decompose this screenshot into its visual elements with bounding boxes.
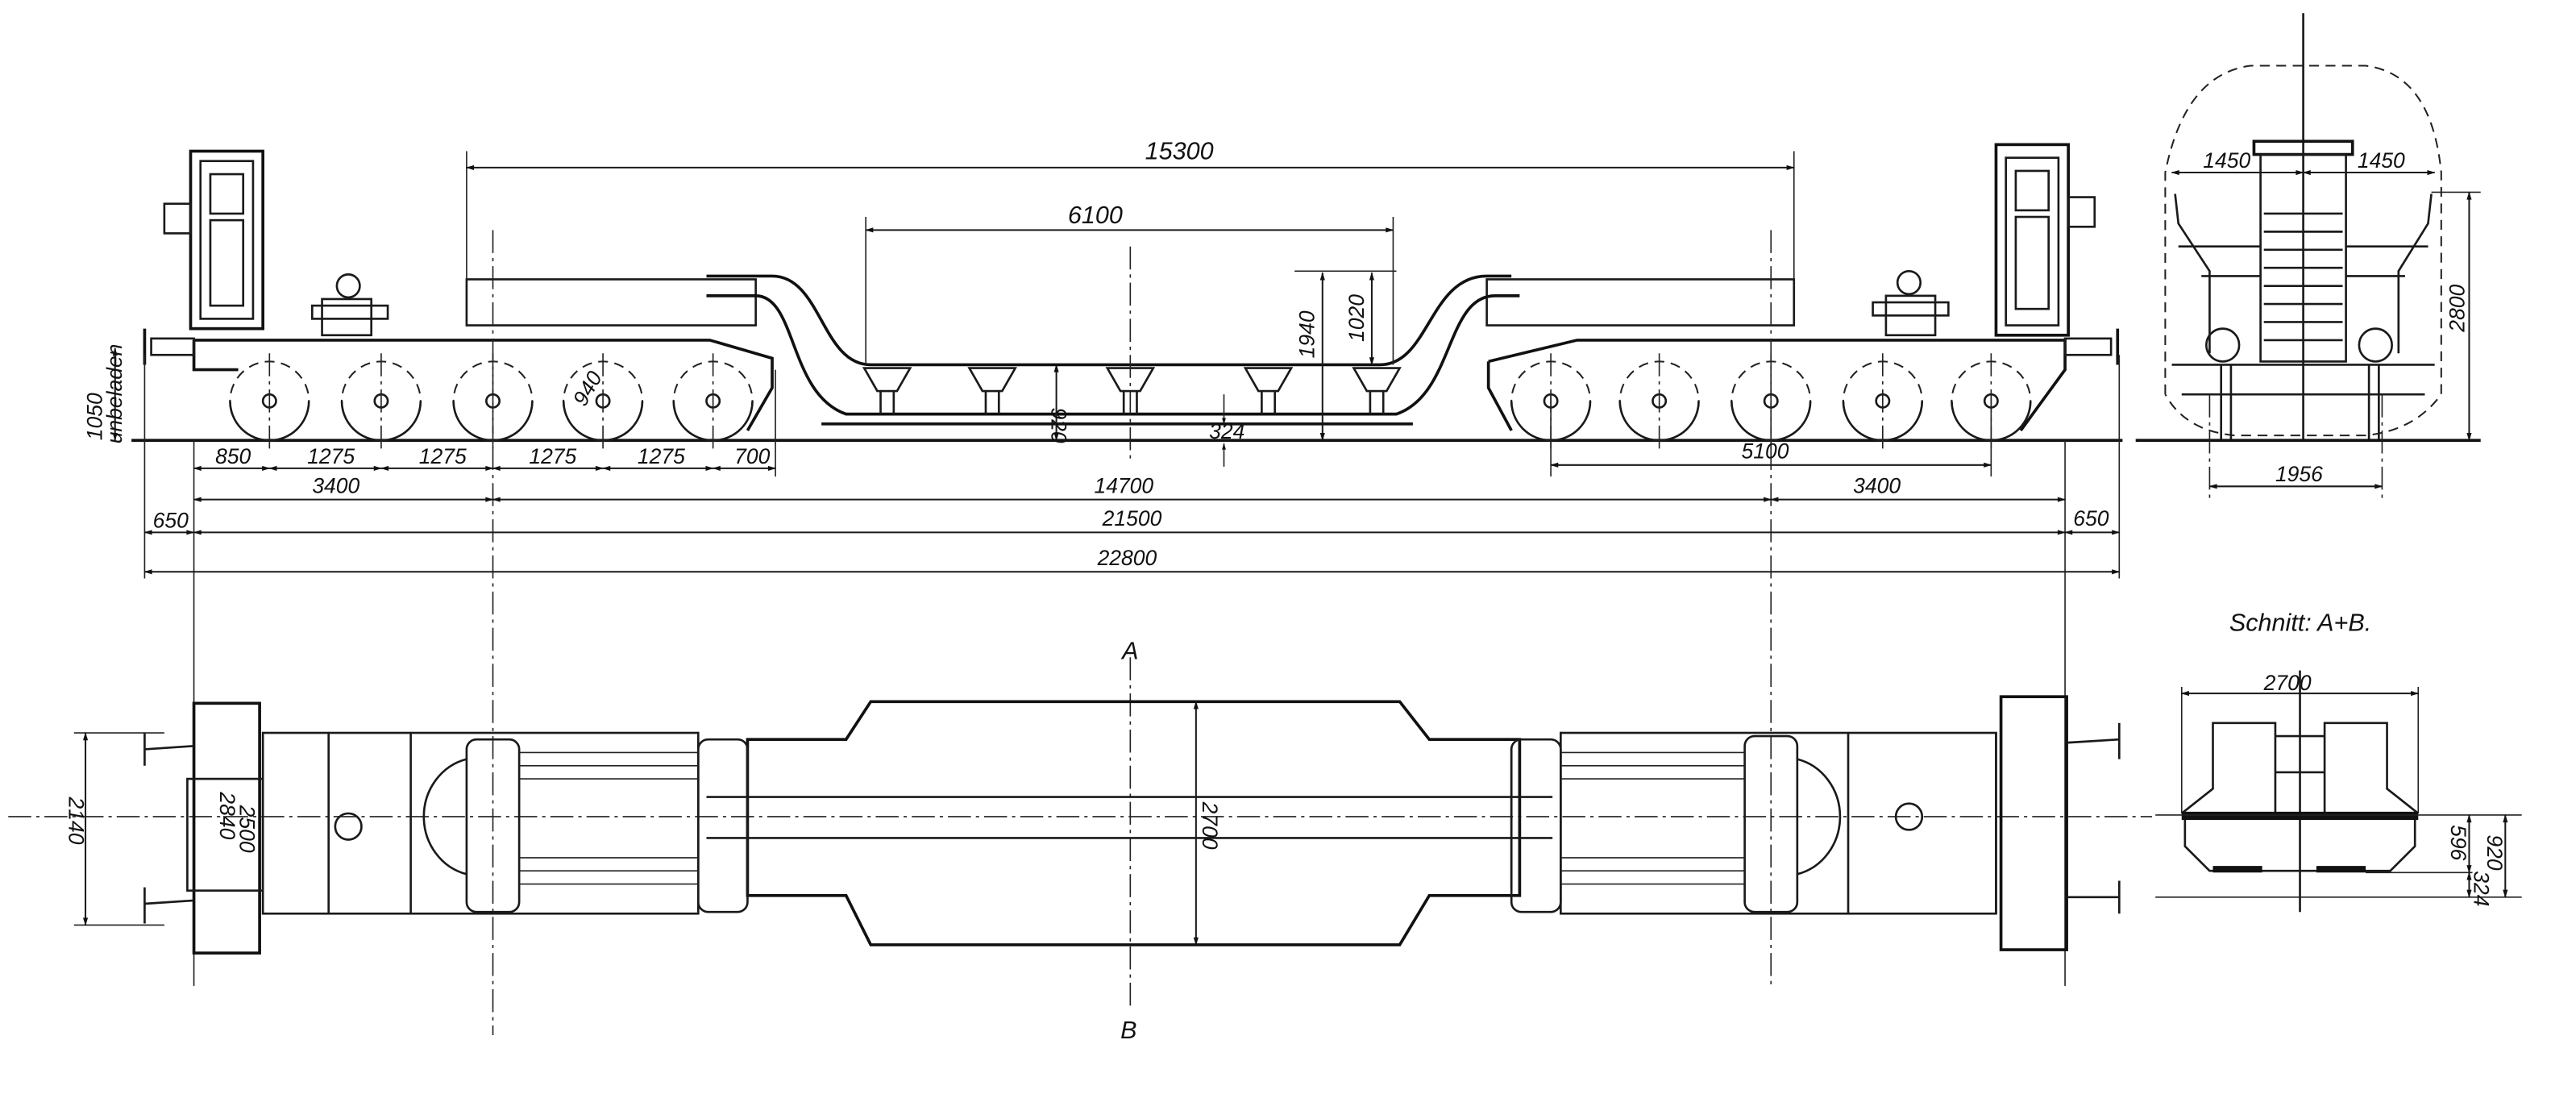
section-mark-a: A	[1120, 637, 1138, 664]
right-buffer	[2063, 328, 2120, 365]
dim-2800: 2800	[2445, 285, 2469, 333]
dim-3400-right: 3400	[1853, 473, 1901, 497]
dim-1940: 1940	[1295, 310, 1319, 358]
cross-bearer	[967, 367, 1017, 414]
left-brake-cabin	[163, 149, 265, 331]
dim-1020: 1020	[1344, 294, 1369, 342]
dim-650-right: 650	[2073, 506, 2109, 530]
dim-3400-left: 3400	[312, 473, 359, 497]
end-view: 1450 1450 2800 1956	[2135, 13, 2481, 501]
handbrake-left	[310, 273, 389, 337]
dim-850: 850	[215, 444, 251, 468]
dim-1450-right: 1450	[2358, 148, 2405, 173]
well-cross-bearers	[862, 367, 1402, 414]
dim-2840: 2840	[215, 791, 239, 839]
dim-920-section: 920	[2483, 834, 2507, 870]
dim-2700-plan: 2700	[1198, 801, 1222, 850]
dim-596: 596	[2446, 825, 2470, 860]
dim-650-left: 650	[153, 508, 189, 532]
right-headstock	[1999, 695, 2068, 951]
cross-bearer	[1352, 367, 1402, 414]
right-brake-cabin	[1994, 143, 2096, 337]
dim-5100: 5100	[1742, 439, 1789, 464]
dim-1275-b: 1275	[419, 444, 467, 468]
dim-324-section: 324	[2470, 871, 2494, 906]
left-bolster-plan	[465, 738, 521, 913]
plan-view: 2140 2840 2500 2700 A B	[8, 637, 2153, 1044]
dim-2500: 2500	[235, 805, 260, 853]
right-bogie-frame	[1486, 339, 2067, 432]
left-headstock	[192, 701, 261, 955]
well-frame	[706, 274, 1520, 426]
dim-920: 920	[1047, 407, 1071, 443]
loading-gauge-outline	[2164, 64, 2442, 437]
well-deck-plan	[746, 700, 1522, 946]
cross-bearer	[862, 367, 912, 414]
plan-longitudinals	[327, 733, 1997, 914]
left-buffer-end	[2205, 327, 2241, 363]
cross-bearer	[1105, 367, 1156, 414]
dim-1275-c: 1275	[529, 444, 576, 468]
section-title: Schnitt: A+B.	[2229, 609, 2371, 637]
section-mark-b: B	[1120, 1017, 1136, 1044]
side-elevation: 15300 6100 1940 1020 920 324 940 1050 un…	[82, 138, 2123, 1036]
cross-bearer	[1243, 367, 1294, 414]
right-bolster-plan	[1743, 734, 1799, 913]
dim-700: 700	[734, 444, 770, 468]
dim-15300: 15300	[1145, 138, 1214, 165]
dim-21500: 21500	[1102, 506, 1162, 530]
unloaded-label: unbeladen	[102, 344, 127, 444]
handbrake-right	[1872, 269, 1950, 337]
dim-1050: 1050	[82, 393, 106, 440]
dim-14700: 14700	[1094, 473, 1153, 497]
section-a-b: Schnitt: A+B. 2700 596 324 920	[2155, 609, 2522, 913]
right-buffer-end	[2358, 327, 2393, 363]
left-bogie-frame	[192, 339, 774, 431]
left-upper-beam	[465, 278, 757, 327]
left-buffer	[143, 328, 195, 365]
dim-1956: 1956	[2275, 462, 2323, 486]
dim-2700-section: 2700	[2263, 671, 2312, 695]
end-ladder	[2263, 212, 2343, 342]
right-upper-beam	[1485, 278, 1796, 327]
dim-22800: 22800	[1097, 546, 1157, 570]
dim-1275-a: 1275	[307, 444, 355, 468]
dim-1450-left: 1450	[2203, 148, 2250, 173]
dim-6100: 6100	[1068, 202, 1123, 229]
dim-1275-d: 1275	[638, 444, 685, 468]
right-bogie-plan	[1560, 731, 1997, 915]
dim-2140: 2140	[64, 797, 89, 845]
dim-324: 324	[1209, 419, 1244, 443]
